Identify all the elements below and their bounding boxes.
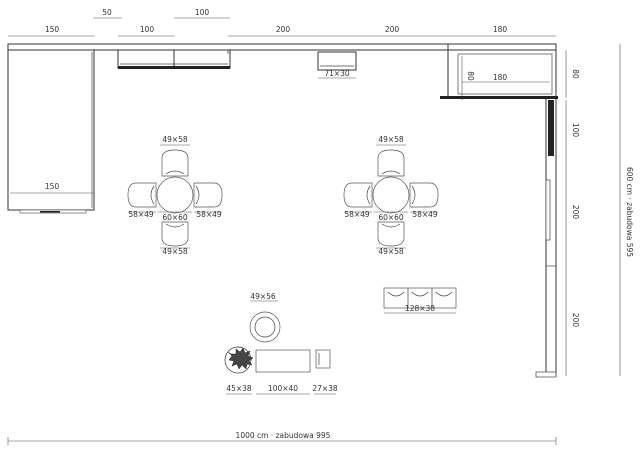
shelf-shadow <box>118 66 230 69</box>
side-table <box>315 349 331 369</box>
g2-chair-top <box>377 149 405 177</box>
bottom-total: 1000 cm · zabudowa 995 <box>7 431 557 445</box>
right-counter: 80 180 <box>440 43 558 100</box>
right-dimensions: 80 100 200 200 600 cm · zabudowa 595 <box>565 44 634 376</box>
dim-label-r80: 80 <box>571 69 580 79</box>
dim-label-180: 180 <box>493 25 508 34</box>
g1-table-label: 60×60 <box>162 213 188 222</box>
g1-chair-left <box>127 182 157 208</box>
counter-width-label: 180 <box>493 73 508 82</box>
g1-left-chair-label: 58×49 <box>128 210 154 219</box>
dim-label-150: 150 <box>45 25 60 34</box>
g1-chair-right-seat <box>195 185 200 205</box>
bench: 128×38 <box>383 287 457 314</box>
shelf-label: 71×30 <box>324 69 350 78</box>
window-dark-segment <box>548 100 554 156</box>
g1-chair-bottom-seat <box>165 223 185 228</box>
counter-body <box>447 49 557 99</box>
side-table-label: 27×38 <box>312 384 338 393</box>
g2-chair-bottom <box>377 221 405 247</box>
plant-leaves <box>227 347 254 370</box>
low-table <box>255 349 311 373</box>
g1-chair-top <box>161 149 189 177</box>
g1-chair-top-seat <box>165 170 185 175</box>
dim-label-200b: 200 <box>385 25 400 34</box>
pouf-label: 49×56 <box>250 292 276 301</box>
left-unit-label: 150 <box>45 182 60 191</box>
door-frame <box>545 179 551 241</box>
counter-depth-label: 80 <box>466 71 475 81</box>
dim-label-200a: 200 <box>276 25 291 34</box>
g1-top-chair-label: 49×58 <box>162 135 188 144</box>
g2-chair-left-seat <box>366 185 371 205</box>
dim-label-r200a: 200 <box>571 205 580 220</box>
g1-round-table <box>156 176 194 214</box>
wall-shelf <box>317 51 357 71</box>
g2-chair-left <box>343 182 373 208</box>
g1-chair-left-seat <box>150 185 155 205</box>
bench-body <box>383 287 457 309</box>
g2-right-chair-label: 58×49 <box>412 210 438 219</box>
counter-inner <box>457 53 553 95</box>
left-unit-handle <box>40 211 60 213</box>
g2-table-label: 60×60 <box>378 213 404 222</box>
g2-chair-right-seat <box>411 185 416 205</box>
dim-label-r200b: 200 <box>571 313 580 328</box>
left-tall-unit: 150 <box>7 49 95 214</box>
g1-chair-right <box>193 182 223 208</box>
wall-shelf-small: 71×30 <box>317 51 357 79</box>
dining-group-1: 49×58 58×49 60×60 58×49 49×58 <box>127 135 223 256</box>
bench-label: 128×38 <box>405 304 435 313</box>
shelf-a <box>117 49 175 69</box>
dim-label-r100: 100 <box>571 123 580 138</box>
dim-label-100b: 100 <box>195 8 210 17</box>
g1-right-chair-label: 58×49 <box>196 210 222 219</box>
pouf-inner <box>254 316 276 338</box>
plant <box>224 346 254 374</box>
top-dimensions: 150 50 100 100 200 200 180 <box>8 8 556 37</box>
g2-chair-top-seat <box>381 170 401 175</box>
dining-group-2: 49×58 58×49 60×60 58×49 49×58 <box>343 135 439 256</box>
g2-round-table <box>372 176 410 214</box>
g2-chair-right <box>409 182 439 208</box>
counter-shadow <box>440 96 558 99</box>
g2-chair-bottom-seat <box>381 223 401 228</box>
dim-label-50: 50 <box>102 8 112 17</box>
wall-end-cap <box>535 371 557 378</box>
g1-chair-bottom <box>161 221 189 247</box>
g2-top-chair-label: 49×58 <box>378 135 404 144</box>
lounge-area: 49×56 45×38 100×40 27×38 <box>224 292 338 395</box>
top-wall <box>7 43 449 51</box>
right-total-label: 600 cm · zabudowa 595 <box>625 167 634 257</box>
g2-bottom-chair-label: 49×58 <box>378 247 404 256</box>
pouf <box>249 311 281 343</box>
low-table-label: 100×40 <box>268 384 298 393</box>
top-shelves <box>117 49 231 69</box>
g2-left-chair-label: 58×49 <box>344 210 370 219</box>
left-cabinet <box>7 49 95 211</box>
bottom-total-label: 1000 cm · zabudowa 995 <box>236 431 331 440</box>
shelf-b <box>173 49 231 69</box>
g1-bottom-chair-label: 49×58 <box>162 247 188 256</box>
bench-seats <box>387 291 453 297</box>
plant-label: 45×38 <box>226 384 252 393</box>
dim-label-100a: 100 <box>140 25 155 34</box>
